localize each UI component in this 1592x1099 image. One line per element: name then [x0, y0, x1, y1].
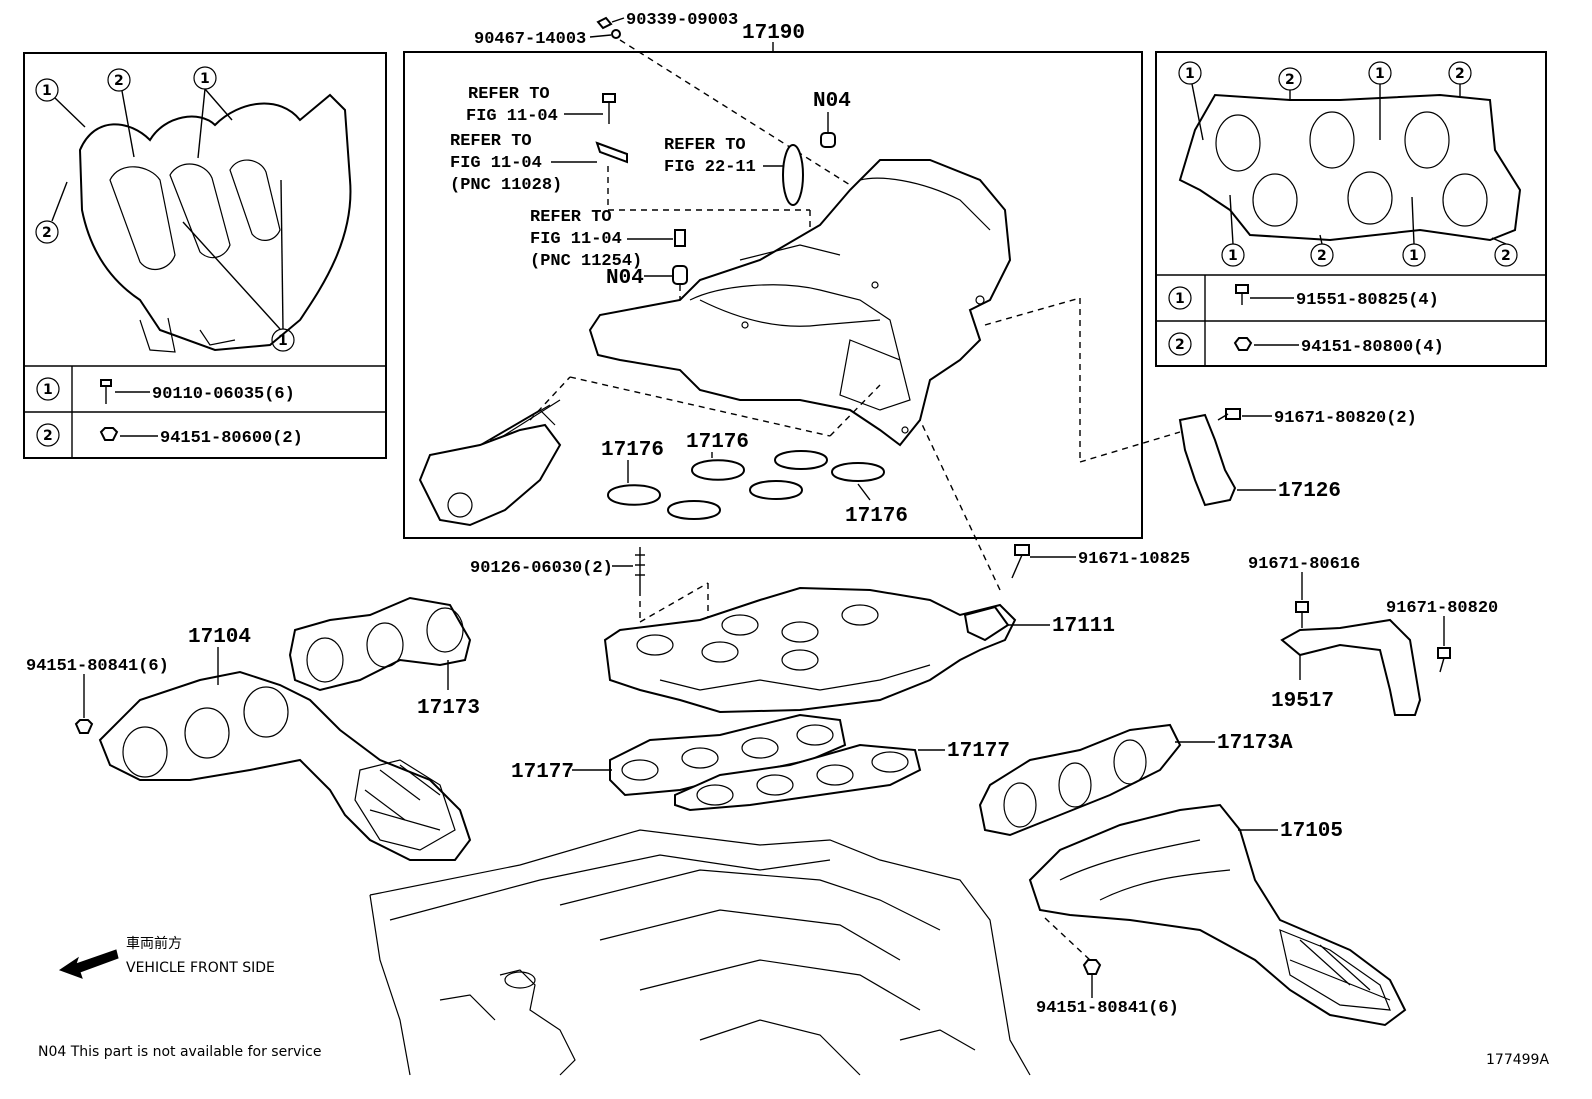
- vehicle-front-indicator: 車両前方 VEHICLE FRONT SIDE: [58, 935, 275, 979]
- upper-intake-box: REFER TO FIG 11-04 REFER TO FIG 11-04 (P…: [403, 51, 1181, 539]
- sensor-icon: [674, 229, 686, 247]
- marker-1: 1: [1409, 248, 1419, 264]
- nut-icon: [99, 427, 119, 441]
- marker-2: 2: [1285, 72, 1295, 88]
- label-17176-a: 17176: [601, 439, 664, 462]
- legend-part-2: 94151-80800(4): [1301, 338, 1444, 357]
- stud-icon: [635, 547, 645, 590]
- refer-fig-4: FIG 11-04: [530, 230, 622, 249]
- label-90126-06030-2: 90126-06030(2): [470, 559, 613, 578]
- bolt-icon: [1295, 601, 1309, 628]
- bracket-icon: [595, 141, 628, 164]
- label-17177-a: 17177: [511, 761, 574, 784]
- bracket-19517: 91671-80616 91671-80820 19517: [1248, 555, 1498, 716]
- refer-fig-3: FIG 22-11: [664, 158, 756, 177]
- gaskets-17177: 17177 17177: [511, 713, 1010, 812]
- label-17173A: 17173A: [1217, 732, 1293, 755]
- legend-marker-1: 1: [43, 382, 53, 398]
- label-17173: 17173: [417, 697, 480, 720]
- sensor-icon: [963, 605, 1010, 642]
- label-17177-b: 17177: [947, 740, 1010, 763]
- label-90467-14003: 90467-14003: [474, 30, 586, 49]
- marker-1: 1: [1185, 66, 1195, 82]
- lower-intake-17111: 90126-06030(2) 17111 91671-10825: [470, 419, 1190, 714]
- marker-1: 1: [200, 71, 210, 87]
- bracket-17126: 91671-80820(2) 17126: [1178, 408, 1417, 507]
- refer-to-2: REFER TO: [450, 132, 532, 151]
- legend-part-1: 90110-06035(6): [152, 385, 295, 404]
- bolt-icon: [100, 379, 112, 404]
- label-17176-b: 17176: [686, 431, 749, 454]
- marker-2: 2: [42, 225, 52, 241]
- label-17104: 17104: [188, 626, 251, 649]
- label-94151-80841-6-a: 94151-80841(6): [26, 657, 169, 676]
- direction-jp: 車両前方: [126, 935, 182, 952]
- marker-2: 2: [1317, 248, 1327, 264]
- nut-icon: [1082, 959, 1102, 975]
- bolt-icon: [1437, 647, 1451, 673]
- label-91671-10825: 91671-10825: [1078, 550, 1190, 569]
- right-inset: 1 2 1 2 1 2 1 2 1 91551-80825(4) 2 94151…: [1155, 51, 1547, 367]
- label-17176-c: 17176: [845, 505, 908, 528]
- label-90339-09003: 90339-09003: [626, 11, 738, 30]
- label-19517: 19517: [1271, 690, 1334, 713]
- label-91671-80820-2: 91671-80820(2): [1274, 409, 1417, 428]
- refer-to-1: REFER TO: [468, 85, 550, 104]
- label-17105: 17105: [1280, 820, 1343, 843]
- label-91671-80616: 91671-80616: [1248, 555, 1360, 574]
- nut-icon: [74, 719, 94, 734]
- diagram-id: 177499A: [1486, 1052, 1549, 1068]
- marker-1: 1: [42, 83, 52, 99]
- label-17126: 17126: [1278, 480, 1341, 503]
- left-inset: 1 2 1 2 1 1 90110-06035(6) 2 94151-80600…: [23, 52, 387, 459]
- marker-2: 2: [1455, 66, 1465, 82]
- label-17190: 17190: [742, 22, 805, 45]
- refer-to-3: REFER TO: [664, 136, 746, 155]
- marker-1: 1: [278, 333, 288, 349]
- direction-en: VEHICLE FRONT SIDE: [126, 960, 275, 976]
- label-17111: 17111: [1052, 615, 1115, 638]
- exhaust-manifold-17105: 17105 94151-80841(6): [1028, 803, 1407, 1027]
- bolt-icon: [602, 93, 616, 124]
- refer-pnc-4: (PNC 11254): [530, 252, 642, 271]
- bolt-icon: [1217, 408, 1241, 421]
- arrow-left-icon: [58, 949, 119, 979]
- legend-part-1: 91551-80825(4): [1296, 291, 1439, 310]
- n04-label-2: N04: [606, 267, 644, 290]
- refer-pnc-2: (PNC 11028): [450, 176, 562, 195]
- exhaust-manifold-17104: 17104 94151-80841(6): [26, 626, 472, 861]
- label-94151-80841-6-b: 94151-80841(6): [1036, 999, 1179, 1018]
- n04-label-1: N04: [813, 90, 851, 113]
- marker-2: 2: [114, 73, 124, 89]
- nut-icon: [1233, 337, 1253, 351]
- gasket-17173A: 17173A: [978, 723, 1293, 837]
- inset-markers: 1 2 1 2 1: [35, 66, 295, 352]
- gasket-oval: [782, 144, 804, 206]
- bolt-icon: [1011, 544, 1030, 579]
- marker-2: 2: [1501, 248, 1511, 264]
- refer-fig-2: FIG 11-04: [450, 154, 542, 173]
- marker-1: 1: [1375, 66, 1385, 82]
- marker-1: 1: [1228, 248, 1238, 264]
- label-91671-80820: 91671-80820: [1386, 599, 1498, 618]
- bolt-icon: [1235, 284, 1249, 305]
- footnote: N04 This part is not available for servi…: [38, 1044, 321, 1060]
- refer-to-4: REFER TO: [530, 208, 612, 227]
- refer-fig-1: FIG 11-04: [466, 107, 558, 126]
- engine-block: [369, 829, 1031, 1076]
- legend-marker-2: 2: [43, 428, 53, 444]
- legend-marker-2: 2: [1175, 337, 1185, 353]
- legend-part-2: 94151-80600(2): [160, 429, 303, 448]
- top-labels: 90339-09003 90467-14003 17190: [474, 11, 859, 191]
- legend-marker-1: 1: [1175, 291, 1185, 307]
- gasket-17173: 17173: [288, 596, 480, 720]
